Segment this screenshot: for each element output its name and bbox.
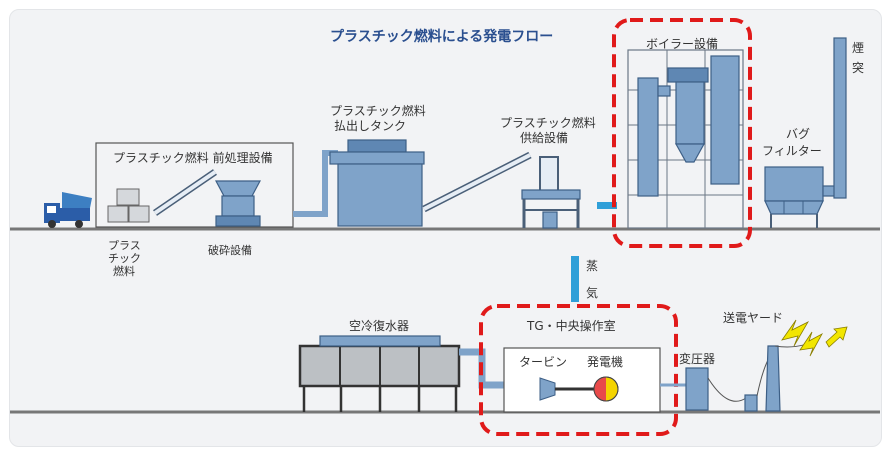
lightning-icon bbox=[781, 319, 810, 347]
bag-filter bbox=[764, 166, 824, 228]
turbine-icon bbox=[539, 377, 556, 401]
condenser-label: 空冷復水器 bbox=[349, 318, 409, 333]
supply-equipment bbox=[521, 156, 581, 229]
tank-label-2: 払出しタンク bbox=[334, 119, 406, 133]
transformer bbox=[685, 367, 709, 411]
steam-label-2: 気 bbox=[586, 285, 598, 300]
tank-label-1: プラスチック燃料 bbox=[330, 103, 426, 118]
transmission-line bbox=[707, 337, 821, 412]
fuel-label-1: プラス bbox=[108, 239, 141, 252]
steam-label-1: 蒸 bbox=[586, 259, 598, 273]
steam-pipe bbox=[571, 256, 579, 302]
truck-icon bbox=[44, 192, 92, 228]
crusher-label: 破砕設備 bbox=[208, 243, 252, 257]
chimney-label-2: 突 bbox=[852, 60, 864, 75]
boiler-feed bbox=[597, 202, 617, 209]
boiler-highlight bbox=[612, 18, 752, 248]
diagram-title: プラスチック燃料による発電フロー bbox=[330, 28, 553, 45]
fuel-tank bbox=[329, 139, 425, 227]
fuel-label-3: 燃料 bbox=[113, 264, 135, 278]
boiler bbox=[627, 49, 744, 229]
transformer-label: 変圧器 bbox=[679, 351, 715, 366]
generator-icon bbox=[593, 376, 619, 402]
control-room-box bbox=[503, 347, 661, 413]
pretreatment-label: プラスチック燃料 前処理設備 bbox=[113, 150, 273, 165]
fuel-label-2: チック bbox=[108, 252, 141, 265]
control-room-highlight bbox=[479, 304, 678, 436]
fuel-blocks bbox=[107, 188, 150, 223]
control-room-label: TG・中央操作室 bbox=[526, 318, 616, 333]
turbine-label: タービン bbox=[519, 355, 567, 369]
air-cooled-condenser bbox=[298, 335, 508, 412]
arrow-icon bbox=[825, 326, 848, 348]
chimney-label-1: 煙 bbox=[852, 41, 864, 55]
bag-label-1: バグ bbox=[786, 127, 810, 141]
boiler-label: ボイラー設備 bbox=[646, 36, 718, 51]
crusher bbox=[215, 180, 261, 227]
supply-label-2: 供給設備 bbox=[520, 130, 568, 145]
supply-label-1: プラスチック燃料 bbox=[500, 115, 596, 130]
yard-label: 送電ヤード bbox=[723, 310, 783, 325]
pretreatment-box bbox=[95, 142, 294, 228]
bag-label-2: フィルター bbox=[762, 144, 822, 158]
generator-label: 発電機 bbox=[587, 354, 623, 369]
chimney bbox=[822, 37, 847, 199]
